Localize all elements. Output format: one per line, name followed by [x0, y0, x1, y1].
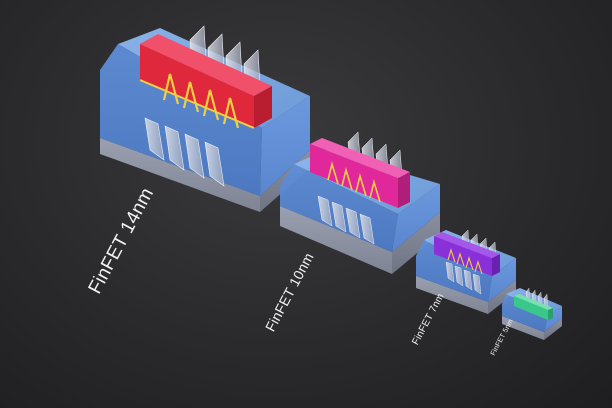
base-layer-left-face	[100, 138, 260, 212]
fin	[359, 213, 375, 245]
fin	[472, 273, 482, 295]
base-layer-left-face	[502, 316, 544, 340]
liner	[327, 160, 339, 185]
gate-side-face	[492, 254, 500, 276]
finfet-10nm-structure	[280, 131, 440, 274]
finfet-14nm-structure	[100, 25, 310, 212]
base-layer-left-face	[416, 276, 488, 314]
fin	[445, 261, 455, 283]
liner	[447, 248, 456, 263]
fin	[184, 133, 205, 179]
substrate-right-face	[260, 96, 310, 196]
finfet-5nm-structure	[502, 287, 562, 340]
substrate-left-face	[416, 240, 492, 302]
base-layer-right-face	[544, 318, 562, 340]
liner	[474, 260, 483, 275]
gate-top-face	[434, 232, 500, 258]
gate-front-face	[140, 44, 254, 128]
gate-top-face	[514, 294, 553, 310]
gate-base-liner	[139, 79, 255, 129]
substrate-left-face	[100, 44, 262, 196]
substrate-right-face	[544, 306, 562, 332]
fin	[454, 265, 464, 287]
fin	[345, 207, 361, 239]
liner-arches	[327, 160, 381, 203]
base-layer-left-face	[280, 206, 392, 274]
gate-front-face	[434, 236, 492, 276]
fin	[164, 125, 185, 171]
gate-top-face	[310, 138, 410, 178]
fin-group	[317, 195, 375, 245]
fin	[317, 195, 333, 227]
substrate-left-face	[502, 294, 548, 332]
liner	[465, 256, 474, 271]
liner	[341, 166, 353, 191]
base-layer-right-face	[392, 212, 440, 274]
fin	[331, 201, 347, 233]
liner	[355, 172, 367, 197]
base-layer-right-face	[488, 280, 516, 314]
gate-side-face	[548, 308, 553, 320]
fin-group	[144, 117, 225, 187]
fin-group	[445, 261, 482, 295]
finfet-7nm-structure	[416, 229, 516, 314]
fin	[204, 141, 225, 187]
substrate-right-face	[392, 184, 440, 252]
gate-front-face	[310, 144, 398, 208]
gate-side-face	[398, 172, 410, 208]
liner	[456, 252, 465, 267]
substrate-right-face	[488, 258, 516, 302]
gate-front-face	[514, 296, 548, 320]
liner	[369, 178, 381, 203]
fin	[144, 117, 165, 161]
fin	[463, 269, 473, 291]
liner-arches	[447, 248, 483, 275]
gate-top-face	[140, 34, 272, 96]
gate-side-face	[254, 86, 272, 128]
